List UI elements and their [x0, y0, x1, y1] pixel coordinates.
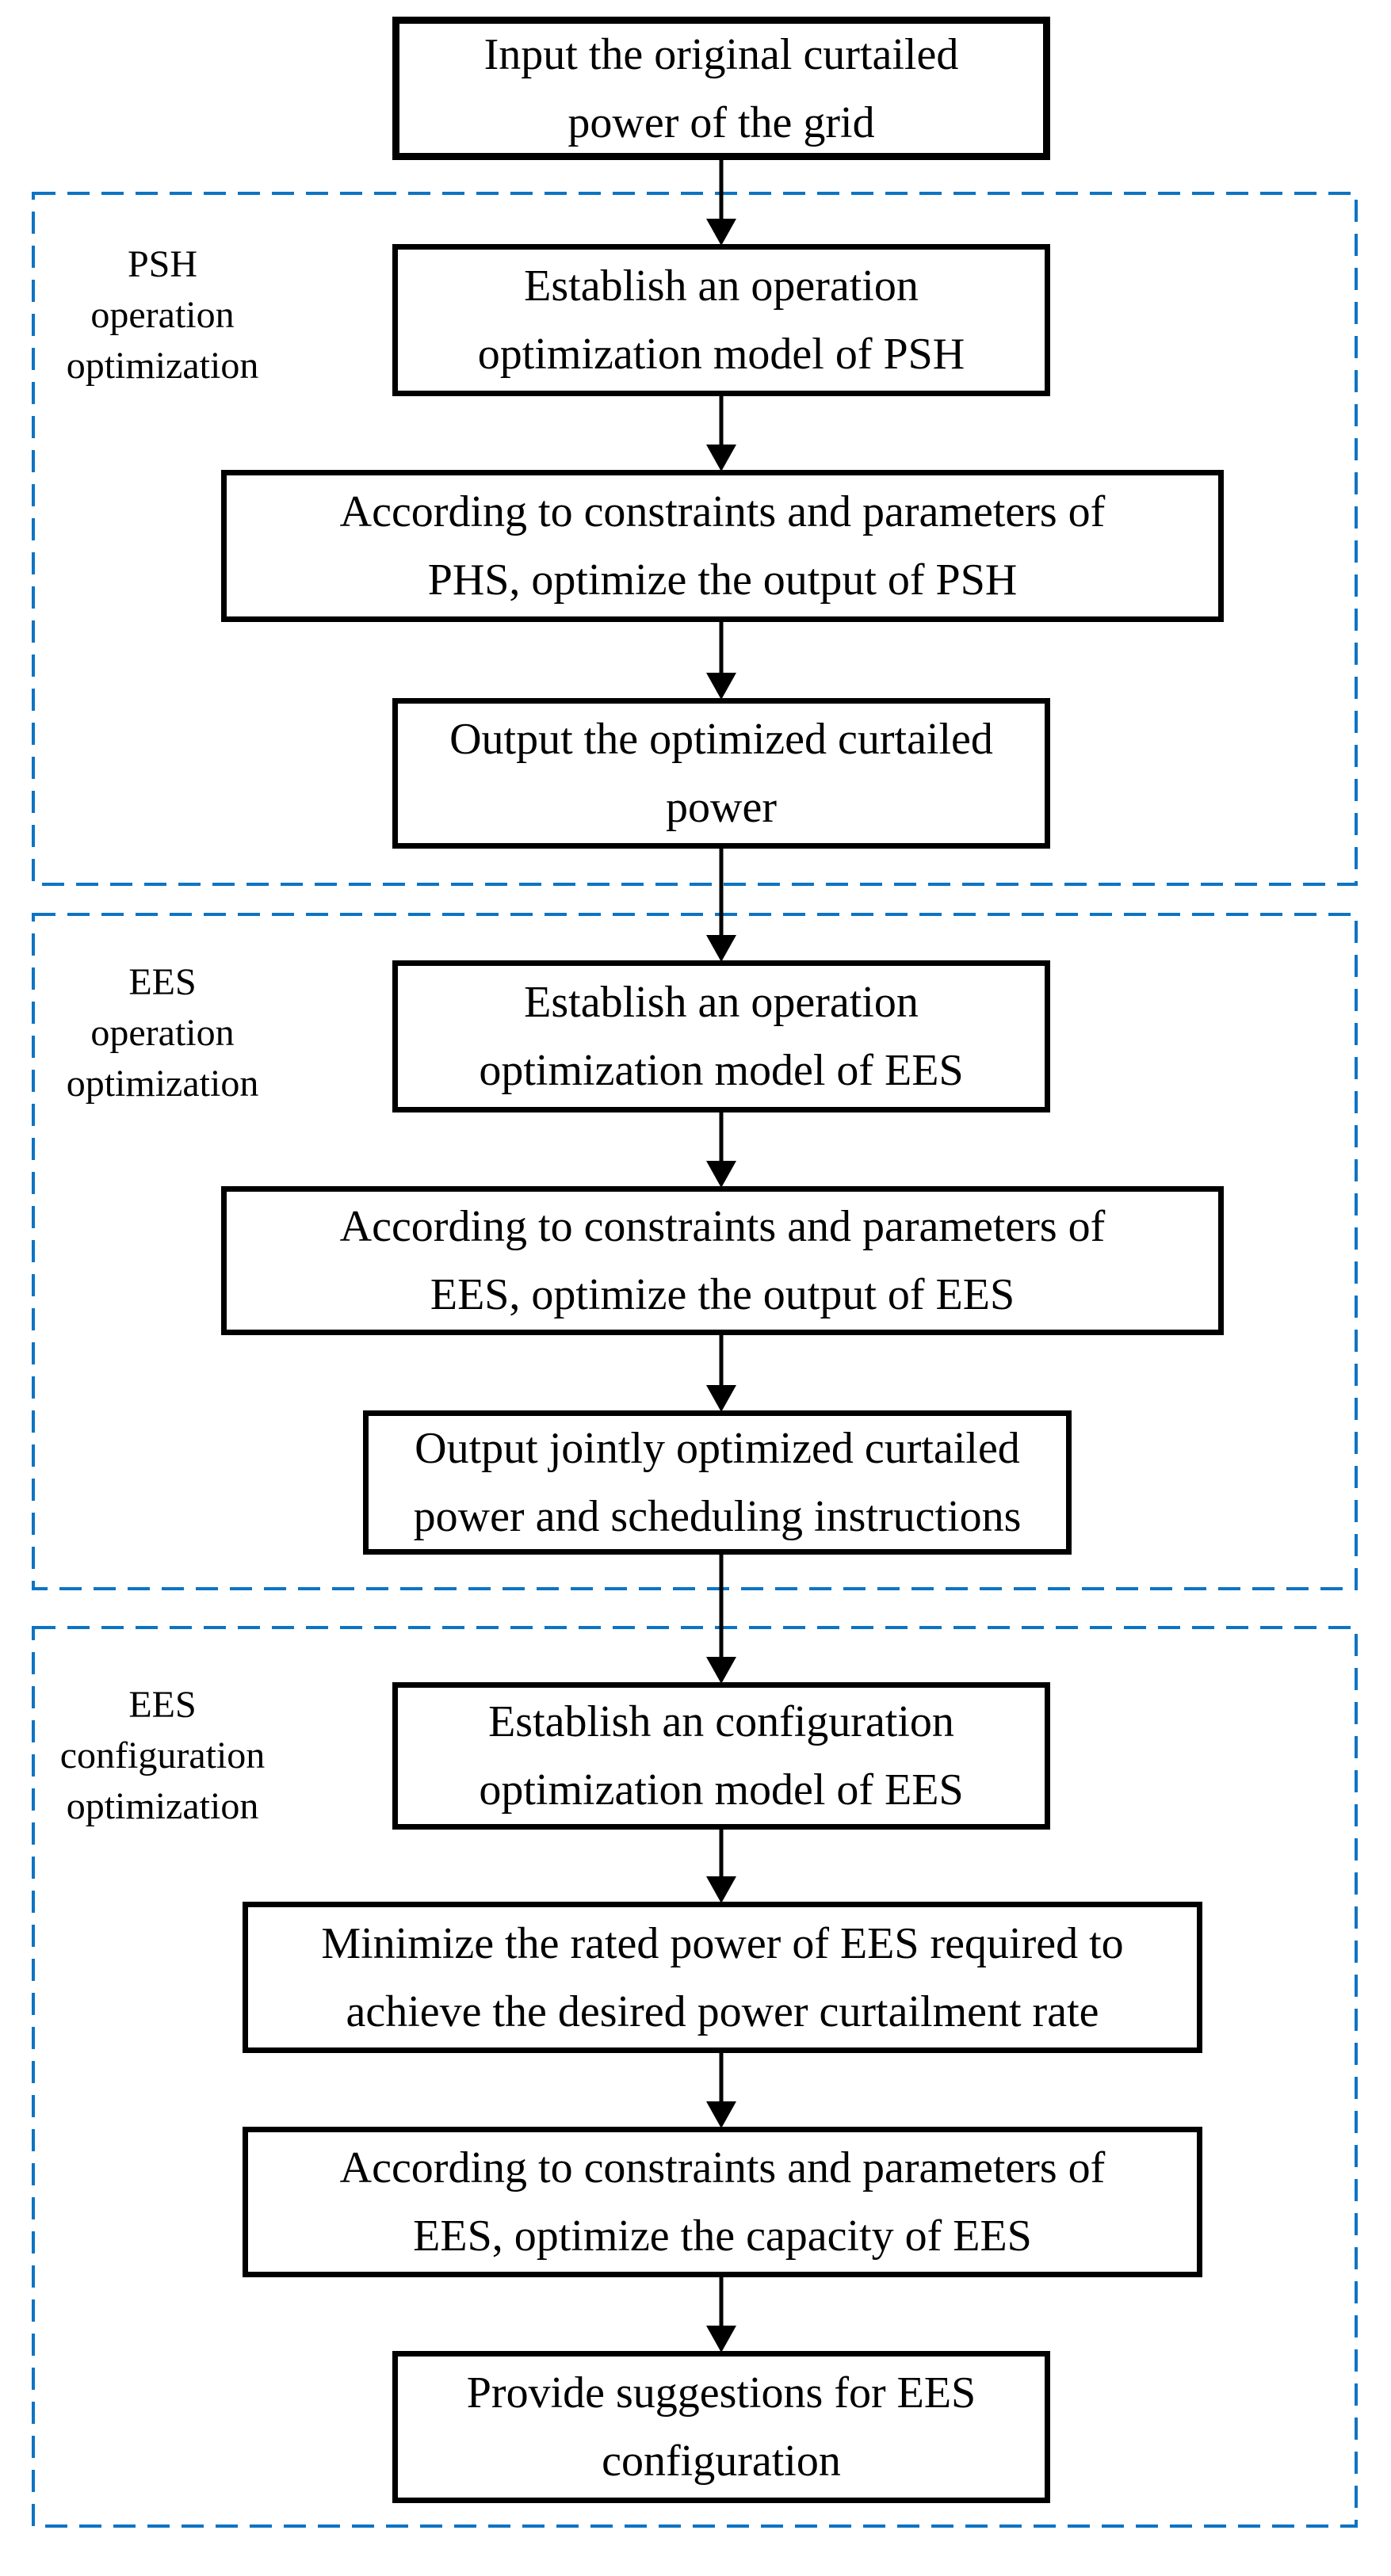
- box-text-line: optimization model of PSH: [477, 330, 965, 379]
- establish-ees-model-box: Establish an operation optimization mode…: [392, 960, 1050, 1112]
- arrow-head-icon: [706, 1385, 736, 1412]
- down-arrow-icon: [706, 1111, 736, 1188]
- section-label-line: EES: [128, 1684, 197, 1726]
- arrow-head-icon: [706, 1161, 736, 1188]
- box-text-line: According to constraints and parameters …: [339, 487, 1106, 536]
- down-arrow-icon: [706, 620, 736, 700]
- down-arrow-icon: [706, 160, 736, 246]
- section-dashed-border: [32, 913, 1358, 1590]
- down-arrow-icon: [706, 2051, 736, 2128]
- psh-operation-section: [32, 192, 1358, 886]
- section-label-line: configuration: [59, 1735, 266, 1776]
- box-text-line: PHS, optimize the output of PSH: [427, 555, 1018, 605]
- arrow-line: [719, 2051, 724, 2106]
- arrow-line: [719, 1334, 724, 1390]
- section-label-line: optimization: [66, 1785, 259, 1827]
- ees-config-suggestions-box: Provide suggestions for EES configuratio…: [392, 2351, 1050, 2503]
- box-text-line: configuration: [602, 2437, 841, 2486]
- down-arrow-icon: [706, 2276, 736, 2353]
- ees-configuration-section: [32, 1626, 1358, 2528]
- output-joint-optimized-power-box: Output jointly optimized curtailed power…: [363, 1410, 1072, 1555]
- box-text-line: Minimize the rated power of EES required…: [321, 1918, 1124, 1968]
- box-text-line: EES, optimize the output of EES: [430, 1270, 1015, 1319]
- section-label-line: optimization: [66, 1063, 259, 1105]
- input-curtailed-power-box: Input the original curtailed power of th…: [392, 17, 1050, 160]
- box-text-line: power and scheduling instructions: [413, 1492, 1022, 1541]
- down-arrow-icon: [706, 1828, 736, 1903]
- section-label-line: PSH: [127, 243, 198, 285]
- ees-operation-section-label: EES operation optimization: [32, 957, 293, 1109]
- ees-configuration-section-label: EES configuration optimization: [24, 1680, 301, 1832]
- box-text-line: Input the original curtailed: [483, 29, 959, 79]
- minimize-rated-power-box: Minimize the rated power of EES required…: [243, 1902, 1202, 2053]
- down-arrow-icon: [706, 1553, 736, 1684]
- arrow-head-icon: [706, 1657, 736, 1684]
- optimize-ees-capacity-box: According to constraints and parameters …: [243, 2127, 1202, 2277]
- ees-operation-section: [32, 913, 1358, 1590]
- psh-section-label: PSH operation optimization: [32, 239, 293, 391]
- arrow-head-icon: [706, 935, 736, 962]
- box-text-line: Output jointly optimized curtailed: [415, 1424, 1020, 1473]
- optimize-ees-output-box: According to constraints and parameters …: [221, 1186, 1224, 1335]
- arrow-line: [719, 160, 724, 223]
- down-arrow-icon: [706, 395, 736, 471]
- section-dashed-border: [32, 192, 1358, 886]
- optimize-psh-output-box: According to constraints and parameters …: [221, 470, 1224, 622]
- section-label-line: operation: [90, 1012, 235, 1054]
- arrow-head-icon: [706, 673, 736, 700]
- section-label-line: EES: [128, 961, 197, 1003]
- arrow-head-icon: [706, 2101, 736, 2128]
- box-text-line: Provide suggestions for EES: [466, 2368, 976, 2418]
- box-text-line: optimization model of EES: [479, 1765, 964, 1815]
- box-text-line: Output the optimized curtailed: [449, 715, 993, 764]
- box-text-line: Establish an configuration: [488, 1697, 954, 1746]
- establish-psh-model-box: Establish an operation optimization mode…: [392, 244, 1050, 396]
- arrow-line: [719, 1553, 724, 1662]
- arrow-head-icon: [706, 2326, 736, 2353]
- section-label-line: optimization: [66, 345, 259, 387]
- box-text-line: optimization model of EES: [479, 1046, 964, 1095]
- arrow-line: [719, 2276, 724, 2330]
- box-text-line: power: [666, 783, 777, 832]
- box-text-line: achieve the desired power curtailment ra…: [346, 1986, 1099, 2036]
- establish-ees-config-model-box: Establish an configuration optimization …: [392, 1682, 1050, 1830]
- box-text-line: Establish an operation: [524, 261, 919, 311]
- output-optimized-power-box: Output the optimized curtailed power: [392, 698, 1050, 849]
- arrow-line: [719, 620, 724, 677]
- arrow-line: [719, 1111, 724, 1166]
- box-text-line: power of the grid: [567, 97, 875, 147]
- arrow-head-icon: [706, 1876, 736, 1903]
- arrow-head-icon: [706, 219, 736, 246]
- section-label-line: operation: [90, 294, 235, 336]
- down-arrow-icon: [706, 1334, 736, 1412]
- box-text-line: EES, optimize the capacity of EES: [413, 2212, 1032, 2261]
- arrow-line: [719, 847, 724, 940]
- box-text-line: Establish an operation: [524, 978, 919, 1027]
- down-arrow-icon: [706, 847, 736, 962]
- box-text-line: According to constraints and parameters …: [339, 1202, 1106, 1251]
- arrow-head-icon: [706, 445, 736, 471]
- box-text-line: According to constraints and parameters …: [339, 2143, 1106, 2192]
- arrow-line: [719, 395, 724, 449]
- section-dashed-border: [32, 1626, 1358, 2528]
- arrow-line: [719, 1828, 724, 1881]
